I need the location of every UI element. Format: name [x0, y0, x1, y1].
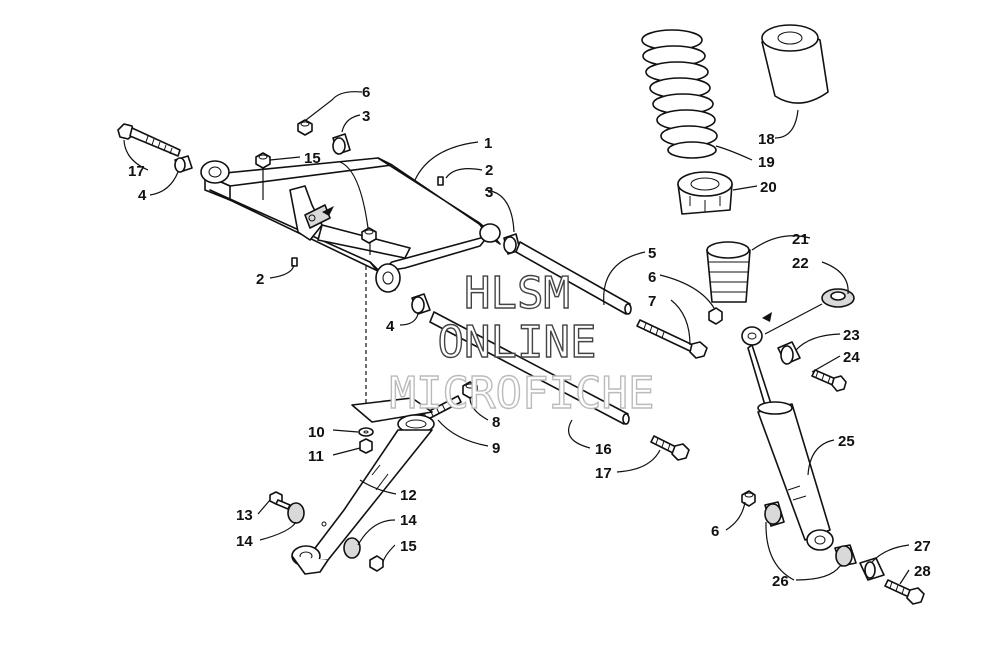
callout-13: 13	[236, 507, 253, 524]
callout-6-lower: 6	[711, 523, 719, 540]
nut-part-11	[359, 438, 373, 454]
callout-6-mid: 6	[648, 269, 656, 286]
sleeve-part-27	[859, 557, 885, 581]
callout-2-left: 2	[256, 271, 264, 288]
callout-24: 24	[843, 349, 860, 366]
bracket-part-12	[291, 397, 435, 575]
bolt-part-7	[636, 319, 708, 359]
bolt-part-17-left	[117, 123, 181, 157]
callout-27: 27	[914, 538, 931, 555]
callout-21: 21	[792, 231, 809, 248]
washer-part-10	[358, 427, 374, 437]
callout-22: 22	[792, 255, 809, 272]
callout-10: 10	[308, 424, 325, 441]
watermark-hlsm: HLSM	[464, 268, 570, 319]
watermark-microfiche: MICROFICHE	[390, 368, 655, 419]
callout-1: 1	[484, 135, 492, 152]
callout-25: 25	[838, 433, 855, 450]
bumper-part-18	[761, 24, 829, 104]
callout-17-left: 17	[128, 163, 145, 180]
callout-9: 9	[492, 440, 500, 457]
nut-part-6-top	[297, 119, 313, 136]
callout-8: 8	[492, 414, 500, 431]
spacer-part-4-lower	[411, 293, 431, 315]
callout-2-top: 2	[485, 162, 493, 179]
bolt-part-28	[884, 579, 925, 605]
bushing-part-3	[332, 133, 521, 255]
callout-5: 5	[648, 245, 656, 262]
callout-20: 20	[760, 179, 777, 196]
nut-part-6-middle	[708, 307, 723, 325]
callout-18: 18	[758, 131, 775, 148]
bolt-part-24	[811, 369, 847, 392]
watermark: HLSM ONLINE MICROFICHE	[389, 267, 655, 419]
callout-4-left: 4	[138, 187, 147, 204]
callout-17-lower: 17	[595, 465, 612, 482]
callout-14-left: 14	[236, 533, 253, 550]
bolt-part-17-lower	[650, 435, 690, 461]
callout-3-top: 3	[362, 108, 370, 125]
callout-23: 23	[843, 327, 860, 344]
nut-part-15-upper	[255, 152, 377, 244]
jounce-part-21	[706, 241, 751, 303]
callout-19: 19	[758, 154, 775, 171]
spring-part-19	[641, 29, 718, 159]
callout-28: 28	[914, 563, 931, 580]
callout-4-lower: 4	[386, 318, 395, 335]
shaft-part-16	[429, 311, 630, 425]
callout-3-mid: 3	[485, 184, 493, 201]
callout-12: 12	[400, 487, 417, 504]
watermark-online: ONLINE	[438, 317, 597, 368]
bushing-part-26	[764, 501, 857, 567]
callout-15-top: 15	[304, 150, 321, 167]
callout-6-top: 6	[362, 84, 370, 101]
grease-fitting-part-2	[291, 176, 444, 267]
screw-part-13	[269, 491, 291, 510]
callout-7: 7	[648, 293, 656, 310]
nut-part-8	[462, 381, 478, 399]
a-arm-part	[200, 157, 501, 293]
callout-11: 11	[308, 448, 324, 465]
leader-lines	[123, 91, 910, 585]
cup-part-22	[821, 288, 855, 308]
shock-part-25	[741, 312, 834, 551]
nut-part-15-lower	[369, 555, 384, 572]
spacer-part-4-left	[174, 155, 193, 173]
callout-15-lower: 15	[400, 538, 417, 555]
nut-part-6-lower	[741, 490, 756, 507]
callout-16: 16	[595, 441, 612, 458]
callout-14-right: 14	[400, 512, 417, 529]
collar-part-20	[677, 171, 733, 215]
shaft-part-5	[515, 241, 632, 315]
callout-labels: 6 3 1 15 2 17 4 3 2 5 6 7 4 8 9 10 11 16…	[128, 84, 931, 590]
callout-26: 26	[772, 573, 789, 590]
bushing-part-23	[777, 341, 801, 365]
